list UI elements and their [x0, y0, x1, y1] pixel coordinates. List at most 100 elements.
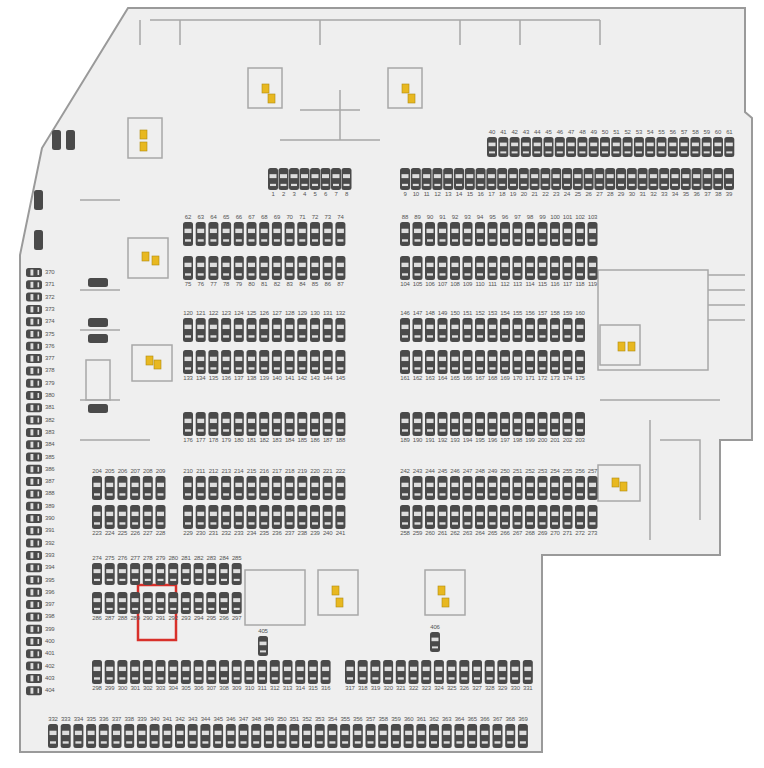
- spot-number: 362: [424, 716, 444, 723]
- car-icon: [130, 592, 140, 614]
- car-icon: [638, 168, 648, 190]
- spot-number: 120: [178, 310, 198, 317]
- spot-number: 185: [292, 437, 312, 444]
- spot-number: 268: [520, 530, 540, 537]
- car-icon: [289, 168, 299, 190]
- spot-number: 288: [112, 615, 132, 622]
- spot-number: 380: [45, 392, 65, 399]
- spot-number: 387: [45, 478, 65, 485]
- spot-number: 277: [125, 555, 145, 562]
- spot-number: 145: [330, 375, 350, 382]
- car-icon: [168, 660, 178, 684]
- car-icon: [196, 412, 206, 436]
- car-icon: [259, 505, 269, 529]
- spot-number: 5: [305, 191, 325, 198]
- car-icon: [413, 476, 423, 500]
- car-icon: [508, 168, 518, 190]
- spot-number: 232: [216, 530, 236, 537]
- car-icon: [400, 168, 410, 190]
- spot-number: 189: [395, 437, 415, 444]
- spot-number: 93: [458, 214, 478, 221]
- car-icon: [196, 476, 206, 500]
- car-icon: [156, 660, 166, 684]
- spot-number: 26: [579, 191, 599, 198]
- spot-number: 109: [458, 281, 478, 288]
- car-icon: [500, 222, 510, 246]
- car-icon: [208, 256, 218, 280]
- car-icon: [594, 168, 604, 190]
- car-icon: [447, 660, 457, 684]
- spot-number: 75: [178, 281, 198, 288]
- car-icon: [438, 350, 448, 374]
- car-icon: [659, 168, 669, 190]
- car-icon: [219, 592, 229, 614]
- car-icon: [532, 137, 542, 157]
- car-icon: [513, 256, 523, 280]
- spot-number: 378: [45, 367, 65, 374]
- spot-number: 208: [138, 468, 158, 475]
- spot-number: 180: [229, 437, 249, 444]
- car-icon: [454, 724, 464, 748]
- spot-number: 334: [68, 716, 88, 723]
- spot-number: 346: [221, 716, 241, 723]
- car-icon: [26, 305, 42, 314]
- car-icon: [183, 412, 193, 436]
- spot-number: 148: [420, 310, 440, 317]
- car-icon: [99, 724, 109, 748]
- spot-number: 56: [663, 129, 683, 136]
- spot-number: 224: [100, 530, 120, 537]
- car-icon: [525, 350, 535, 374]
- car-icon: [345, 660, 355, 684]
- car-icon: [670, 168, 680, 190]
- car-icon: [422, 168, 432, 190]
- car-icon: [525, 505, 535, 529]
- spot-number: 83: [280, 281, 300, 288]
- spot-number: 393: [45, 552, 65, 559]
- spot-number: 255: [558, 468, 578, 475]
- spot-number: 119: [583, 281, 603, 288]
- car-icon: [467, 724, 477, 748]
- car-icon: [234, 222, 244, 246]
- spot-number: 60: [708, 129, 728, 136]
- spot-number: 226: [125, 530, 145, 537]
- spot-number: 265: [483, 530, 503, 537]
- car-icon: [463, 350, 473, 374]
- spot-number: 79: [229, 281, 249, 288]
- car-icon: [26, 588, 42, 597]
- car-icon: [221, 318, 231, 342]
- spot-number: 144: [318, 375, 338, 382]
- spot-number: 96: [495, 214, 515, 221]
- car-icon: [270, 660, 280, 684]
- car-icon: [181, 660, 191, 684]
- spot-number: 89: [408, 214, 428, 221]
- car-icon: [234, 505, 244, 529]
- car-icon: [550, 318, 560, 342]
- spot-number: 102: [570, 214, 590, 221]
- car-icon: [438, 505, 448, 529]
- spot-number: 161: [395, 375, 415, 382]
- spot-number: 370: [45, 269, 65, 276]
- car-icon: [181, 592, 191, 614]
- spot-number: 359: [386, 716, 406, 723]
- car-icon: [105, 660, 115, 684]
- spot-number: 272: [570, 530, 590, 537]
- spot-number: 324: [429, 685, 449, 692]
- spot-number: 385: [45, 454, 65, 461]
- spot-number: 33: [654, 191, 674, 198]
- car-icon: [544, 137, 554, 157]
- car-icon: [259, 256, 269, 280]
- car-icon: [26, 465, 42, 474]
- car-icon: [425, 412, 435, 436]
- car-icon: [525, 412, 535, 436]
- spot-number: 46: [550, 129, 570, 136]
- car-icon: [702, 168, 712, 190]
- car-icon: [26, 563, 42, 572]
- car-icon: [26, 489, 42, 498]
- car-icon: [26, 539, 42, 548]
- car-icon: [463, 476, 473, 500]
- spot-number: 78: [216, 281, 236, 288]
- spot-number: 174: [558, 375, 578, 382]
- car-icon: [611, 137, 621, 157]
- spot-number: 247: [458, 468, 478, 475]
- spot-number: 17: [481, 191, 501, 198]
